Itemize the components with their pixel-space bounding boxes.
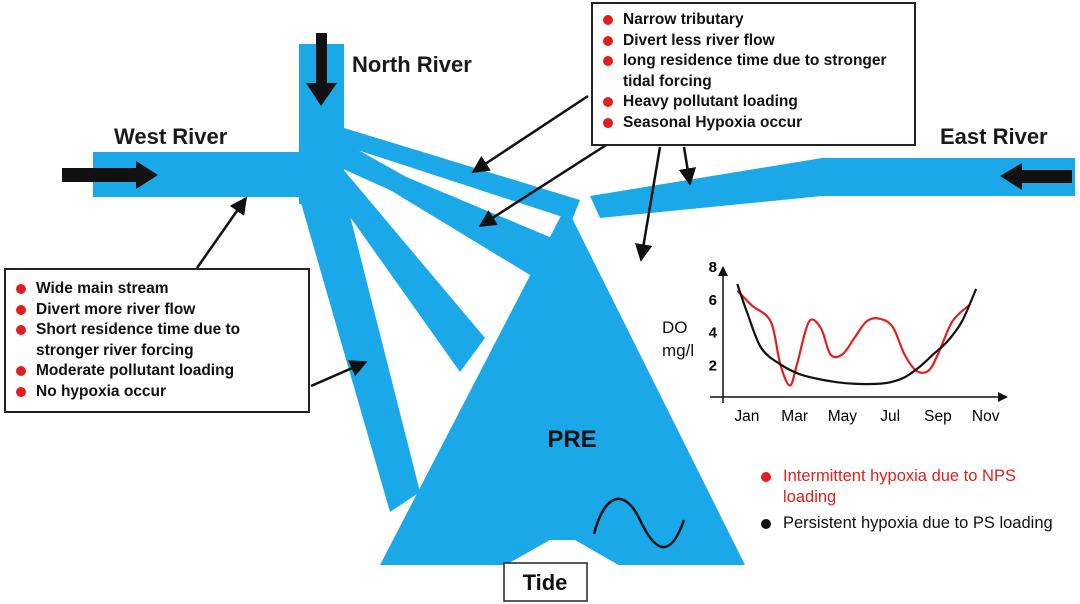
x-tick-label: Nov xyxy=(972,408,1000,425)
tide-wave-icon xyxy=(592,497,686,549)
series-line-black xyxy=(736,283,978,386)
tide-notch xyxy=(502,540,622,567)
chart-ylabel-do: DO xyxy=(662,318,688,337)
legend-dot-red xyxy=(761,472,771,482)
mainstream-channel xyxy=(299,196,420,512)
y-tick-label: 8 xyxy=(709,259,717,276)
chart-legend: Intermittent hypoxia due to NPS loading … xyxy=(757,466,1057,539)
east-inflow-arrow xyxy=(1000,163,1072,190)
east-river-label: East River xyxy=(940,124,1048,149)
wide-note-item: Divert more river flow xyxy=(12,300,302,321)
pointer-arrow-3 xyxy=(634,146,662,262)
pointer-arrow-6 xyxy=(310,360,368,388)
x-tick-label: Jan xyxy=(734,408,759,425)
pointer-arrow-4 xyxy=(678,146,697,186)
pointer-arrow-2 xyxy=(478,138,615,228)
narrow-note-item: long residence time due to stronger tida… xyxy=(599,51,908,92)
east-river-channel xyxy=(590,158,1075,218)
wide-note-item: Wide main stream xyxy=(12,279,302,300)
wide-mainstream-box: Wide main stream Divert more river flow … xyxy=(4,268,310,413)
branch-5 xyxy=(330,150,552,260)
chart-x-axis-arrowhead xyxy=(998,392,1008,402)
branch-4 xyxy=(336,128,580,220)
chart-ylabel-unit: mg/l xyxy=(662,341,694,360)
narrow-note-item: Seasonal Hypoxia occur xyxy=(599,113,908,134)
tide-label: Tide xyxy=(523,570,568,595)
legend-text-persistent: Persistent hypoxia due to PS loading xyxy=(783,514,1053,532)
narrow-tributary-box: Narrow tributary Divert less river flow … xyxy=(591,2,916,146)
pointer-arrow-1 xyxy=(471,94,589,174)
narrow-note-item: Divert less river flow xyxy=(599,31,908,52)
pre-estuary xyxy=(380,206,745,565)
narrow-note-item: Heavy pollutant loading xyxy=(599,92,908,113)
narrow-tributary-list: Narrow tributary Divert less river flow … xyxy=(599,10,908,134)
wide-mainstream-list: Wide main stream Divert more river flow … xyxy=(12,279,302,403)
west-river-label: West River xyxy=(114,124,228,149)
wide-note-item: Moderate pollutant loading xyxy=(12,361,302,382)
y-tick-label: 2 xyxy=(709,357,717,374)
x-tick-label: Mar xyxy=(781,408,808,425)
pointer-arrow-5 xyxy=(195,196,248,269)
chart-y-axis-arrowhead xyxy=(718,266,728,276)
legend-dot-black xyxy=(761,519,771,529)
narrow-note-item: Narrow tributary xyxy=(599,10,908,31)
x-tick-label: Jul xyxy=(880,408,900,425)
legend-text-intermittent: Intermittent hypoxia due to NPS loading xyxy=(783,467,1016,506)
legend-item-intermittent: Intermittent hypoxia due to NPS loading xyxy=(757,466,1057,508)
x-tick-label: May xyxy=(828,408,858,425)
pre-label: PRE xyxy=(547,426,596,453)
north-river-label: North River xyxy=(352,52,472,77)
wide-note-item: Short residence time due to stronger riv… xyxy=(12,320,302,361)
y-tick-label: 4 xyxy=(709,325,718,342)
tide-box xyxy=(503,562,588,602)
north-inflow-arrow xyxy=(306,33,337,106)
x-tick-label: Sep xyxy=(924,408,952,425)
y-tick-label: 6 xyxy=(709,292,717,309)
west-inflow-arrow xyxy=(62,161,158,189)
wide-note-item: No hypoxia occur xyxy=(12,382,302,403)
legend-item-persistent: Persistent hypoxia due to PS loading xyxy=(757,513,1057,534)
series-line-red xyxy=(736,289,970,387)
branch-2 xyxy=(331,168,485,372)
